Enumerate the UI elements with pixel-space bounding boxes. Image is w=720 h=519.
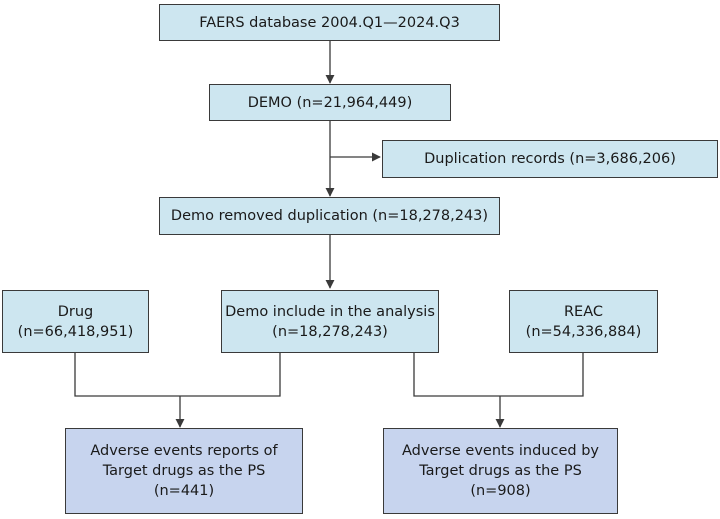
ae-reports-line-1: Adverse events reports of — [90, 443, 278, 459]
connector-include-reac — [413, 352, 584, 397]
faers-database-label: FAERS database 2004.Q1—2024.Q3 — [199, 14, 460, 31]
drug-box: Drug (n=66,418,951) — [2, 290, 149, 353]
ae-induced-count: (n=908) — [470, 483, 531, 499]
demo-removed-duplication-box: Demo removed duplication (n=18,278,243) — [159, 197, 500, 235]
drug-count: (n=66,418,951) — [17, 323, 134, 340]
faers-database-box: FAERS database 2004.Q1—2024.Q3 — [159, 4, 500, 41]
demo-box: DEMO (n=21,964,449) — [209, 84, 451, 121]
ae-reports-count: (n=441) — [153, 483, 215, 499]
demo-removed-duplication-label: Demo removed duplication (n=18,278,243) — [170, 208, 489, 224]
demo-label: DEMO (n=21,964,449) — [247, 94, 413, 111]
demo-include-label: Demo include in the analysis — [225, 303, 435, 320]
ae-induced-line-1: Adverse events induced by — [402, 443, 599, 459]
duplication-records-box: Duplication records (n=3,686,206) — [382, 140, 718, 178]
ae-induced-box: Adverse events induced by Target drugs a… — [383, 428, 618, 514]
connector-drug-include — [74, 352, 281, 397]
reac-count: (n=54,336,884) — [525, 323, 642, 340]
demo-include-count: (n=18,278,243) — [272, 323, 388, 340]
ae-reports-box: Adverse events reports of Target drugs a… — [65, 428, 303, 514]
reac-box: REAC (n=54,336,884) — [509, 290, 658, 353]
ae-reports-line-2: Target drugs as the PS — [102, 463, 266, 479]
demo-include-box: Demo include in the analysis (n=18,278,2… — [221, 290, 439, 353]
reac-label: REAC — [563, 303, 604, 320]
ae-induced-line-2: Target drugs as the PS — [419, 463, 582, 479]
drug-label: Drug — [57, 303, 94, 320]
duplication-records-label: Duplication records (n=3,686,206) — [424, 151, 676, 167]
